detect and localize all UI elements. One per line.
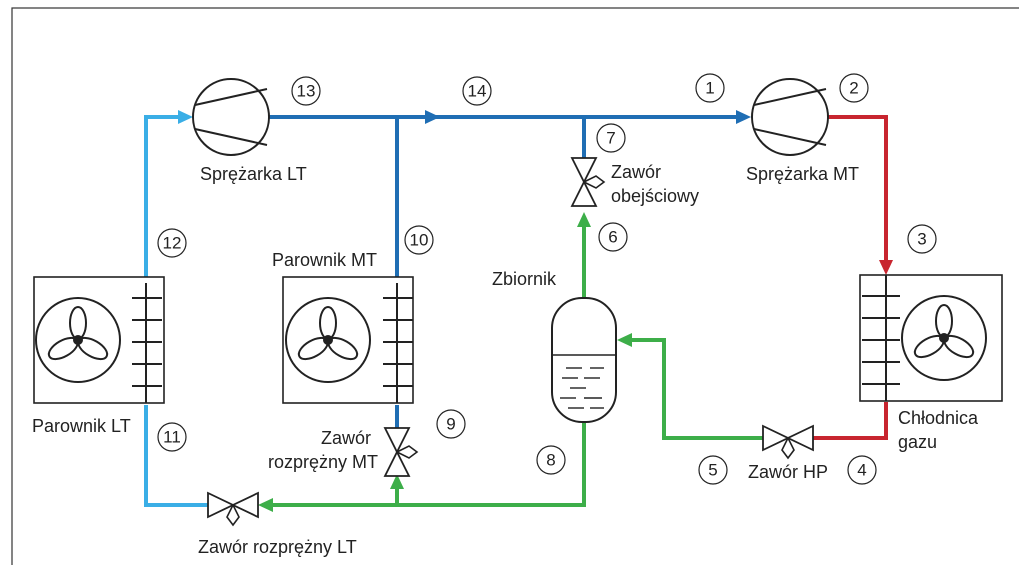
flow-arrows [178, 110, 893, 512]
pipe-gascooler-out [812, 402, 888, 440]
diagram-frame [11, 7, 1019, 565]
arrow-14 [425, 110, 440, 124]
mt-valve-label-1: Zawór [321, 428, 371, 448]
gas-cooler-label-2: gazu [898, 432, 937, 452]
compressor-mt-label: Sprężarka MT [746, 164, 859, 184]
bypass-valve-icon [570, 157, 606, 207]
mt-expansion-valve-icon [383, 427, 419, 477]
pipe-hp-to-receiver [625, 338, 763, 440]
receiver-tank [551, 297, 617, 423]
lt-expansion-valve-icon [207, 491, 259, 527]
point-6-label: 6 [608, 228, 617, 247]
gas-cooler-label-1: Chłodnica [898, 408, 979, 428]
evaporator-lt-label: Parownik LT [32, 416, 131, 436]
evaporator-mt-label: Parownik MT [272, 250, 377, 270]
lt-valve-label: Zawór rozprężny LT [198, 537, 357, 557]
state-point-labels: 1 2 3 4 5 6 7 8 9 10 11 12 13 14 [163, 79, 927, 480]
evaporator-lt-unit [33, 276, 165, 404]
compressor-lt-label: Sprężarka LT [200, 164, 307, 184]
state-points [157, 73, 937, 485]
point-3-label: 3 [917, 230, 926, 249]
point-2-label: 2 [849, 79, 858, 98]
arrow-5 [617, 333, 632, 347]
compressor-lt-icon [192, 78, 270, 156]
arrow-1 [736, 110, 751, 124]
pipe-lt-liquid [144, 405, 208, 507]
point-7-label: 7 [606, 129, 615, 148]
pipe-receiver-liquid [262, 420, 586, 507]
pipe-mt-discharge [828, 115, 888, 262]
point-4-label: 4 [857, 461, 866, 480]
arrow-mt-valve [390, 474, 404, 489]
point-5-label: 5 [708, 461, 717, 480]
arrow-3 [879, 260, 893, 275]
point-14-label: 14 [468, 82, 487, 101]
gas-cooler-unit [859, 274, 1003, 402]
point-8-label: 8 [546, 451, 555, 470]
hp-valve-label: Zawór HP [748, 462, 828, 482]
arrow-6 [577, 212, 591, 227]
evaporator-mt-unit [282, 276, 414, 404]
compressor-mt-icon [751, 78, 829, 156]
point-10-label: 10 [410, 231, 429, 250]
bypass-valve-label-1: Zawór [611, 162, 661, 182]
point-9-label: 9 [446, 415, 455, 434]
point-13-label: 13 [297, 82, 316, 101]
bypass-valve-label-2: obejściowy [611, 186, 699, 206]
receiver-label: Zbiornik [492, 269, 557, 289]
pipe-lt-suction [144, 115, 180, 283]
arrow-lt-suction [178, 110, 193, 124]
hp-valve-icon [762, 424, 814, 460]
point-1-label: 1 [705, 79, 714, 98]
point-12-label: 12 [163, 234, 182, 253]
mt-valve-label-2: rozprężny MT [268, 452, 378, 472]
point-11-label: 11 [163, 428, 181, 447]
component-labels: Sprężarka LT Sprężarka MT Parownik MT Pa… [32, 162, 979, 557]
arrow-lt-valve-in [258, 498, 273, 512]
